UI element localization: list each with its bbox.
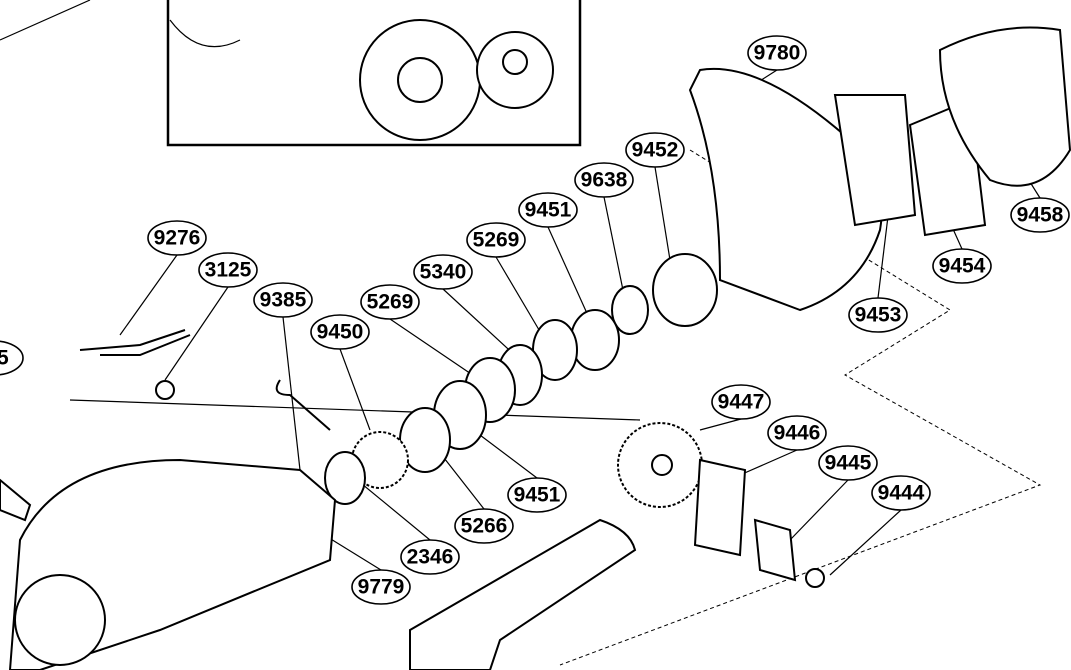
part-label-9450: 9450	[310, 314, 370, 350]
part-label-9446: 9446	[767, 415, 827, 451]
part-label-9452: 9452	[625, 132, 685, 168]
svg-text:9451: 9451	[514, 484, 561, 507]
svg-text:9276: 9276	[154, 227, 201, 250]
part-label-9447: 9447	[711, 384, 771, 420]
svg-text:9454: 9454	[939, 255, 986, 278]
part-label-9779: 9779	[351, 569, 411, 605]
svg-text:9451: 9451	[525, 199, 572, 222]
part-label-9444: 9444	[871, 475, 931, 511]
svg-text:5269: 5269	[367, 291, 414, 314]
part-label-15: 15	[0, 340, 24, 376]
svg-text:9447: 9447	[718, 391, 765, 414]
svg-text:9446: 9446	[774, 422, 821, 445]
svg-text:5340: 5340	[420, 261, 467, 284]
part-label-2346: 2346	[400, 539, 460, 575]
svg-text:3125: 3125	[205, 259, 252, 282]
part-label-9451: 9451	[518, 192, 578, 228]
part-label-5266: 5266	[454, 508, 514, 544]
part-label-9458: 9458	[1010, 197, 1070, 233]
svg-text:9780: 9780	[754, 42, 801, 65]
svg-text:15: 15	[0, 347, 9, 370]
leader-lines	[69, 69, 1041, 576]
part-label-9454: 9454	[932, 248, 992, 284]
svg-text:9450: 9450	[317, 321, 364, 344]
part-label-9451-lower: 9451	[507, 477, 567, 513]
svg-text:5269: 5269	[473, 229, 520, 252]
svg-text:2346: 2346	[407, 546, 454, 569]
svg-text:9458: 9458	[1017, 204, 1064, 227]
part-label-9276: 9276	[147, 220, 207, 256]
svg-text:9453: 9453	[855, 304, 902, 327]
part-label-3125: 3125	[198, 252, 258, 288]
svg-text:9638: 9638	[581, 169, 628, 192]
svg-text:9445: 9445	[825, 452, 872, 475]
svg-text:9444: 9444	[878, 482, 925, 505]
part-label-5340: 5340	[413, 254, 473, 290]
svg-text:9385: 9385	[260, 289, 307, 312]
part-label-9385: 9385	[253, 282, 313, 318]
svg-text:9779: 9779	[358, 576, 405, 599]
part-label-5269: 5269	[466, 222, 526, 258]
svg-text:5266: 5266	[461, 515, 508, 538]
part-label-9638: 9638	[574, 162, 634, 198]
parts-shapes	[0, 26, 1071, 670]
svg-text:9452: 9452	[632, 139, 679, 162]
part-label-5269: 5269	[360, 284, 420, 320]
part-label-9445: 9445	[818, 445, 878, 481]
inset-detail-box	[0, 0, 582, 147]
part-label-9780: 9780	[747, 35, 807, 71]
part-label-9453: 9453	[848, 297, 908, 333]
